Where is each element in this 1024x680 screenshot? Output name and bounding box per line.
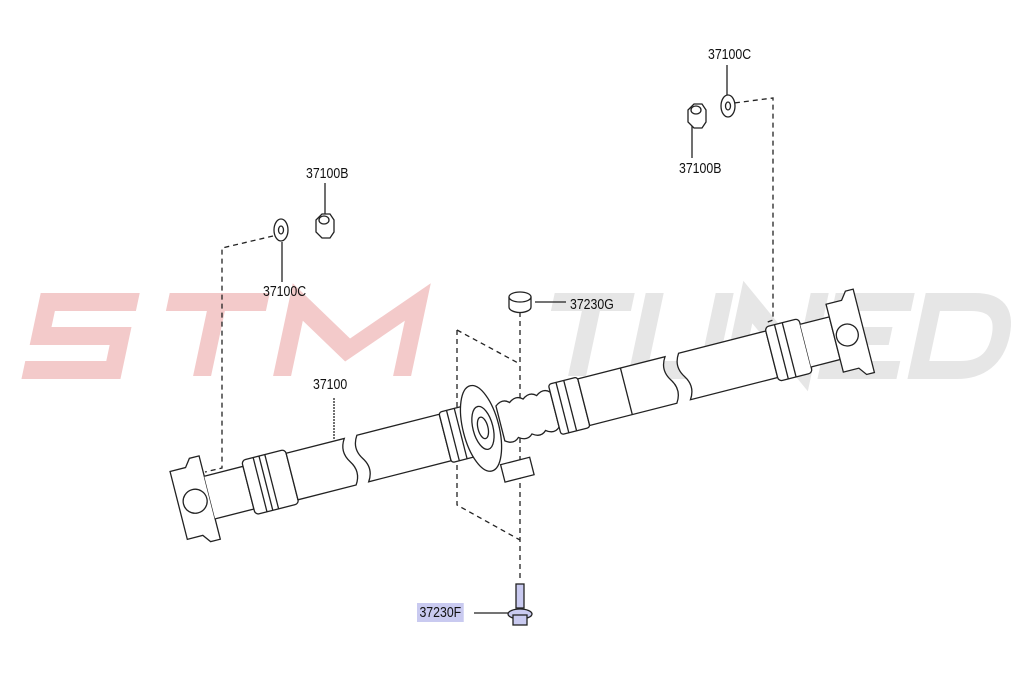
- insulator-37230g: [508, 291, 532, 314]
- nut-37100b-right: [687, 103, 707, 129]
- leader-lines: [281, 65, 728, 614]
- watermark-logo: [21, 280, 1011, 392]
- label-37100b-left[interactable]: 37100B: [306, 165, 349, 182]
- label-37100b-top-right[interactable]: 37100B: [679, 160, 722, 177]
- bolt-37230f: [507, 583, 533, 626]
- nut-37100b-left: [315, 213, 335, 239]
- label-37230f-highlighted[interactable]: 37230F: [417, 603, 464, 622]
- label-37100[interactable]: 37100: [313, 376, 348, 393]
- washer-37100c-right: [720, 94, 736, 118]
- label-37100c-top-right[interactable]: 37100C: [708, 46, 752, 63]
- watermark-stm: [21, 283, 431, 379]
- guide-lines: [204, 97, 774, 580]
- label-37100c-left[interactable]: 37100C: [263, 283, 307, 300]
- propeller-shaft-37100: [169, 288, 876, 543]
- washer-37100c-left: [273, 218, 289, 242]
- label-37230g[interactable]: 37230G: [570, 296, 614, 313]
